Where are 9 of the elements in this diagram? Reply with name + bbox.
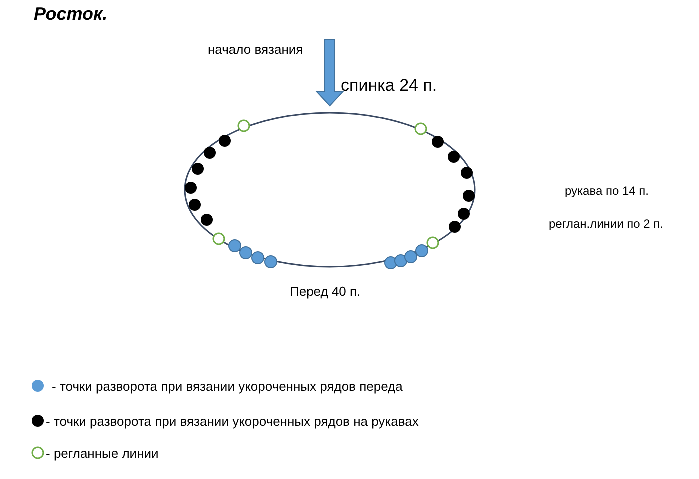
label-text: рукава по 14 п. bbox=[565, 184, 649, 198]
label-text: реглан.линии по 2 п. bbox=[549, 217, 664, 231]
label-text: Перед 40 п. bbox=[290, 284, 361, 299]
title: Росток. bbox=[34, 4, 108, 25]
label-text: спинка 24 п. bbox=[341, 76, 438, 96]
legend-text: - точки разворота при вязании укороченных рядов переда bbox=[52, 379, 403, 394]
label-text: начало вязания bbox=[208, 42, 304, 57]
legend-text: - точки разворота при вязании укороченных рядов на рукавах bbox=[46, 414, 419, 429]
legend-text: - регланные линии bbox=[46, 446, 159, 461]
